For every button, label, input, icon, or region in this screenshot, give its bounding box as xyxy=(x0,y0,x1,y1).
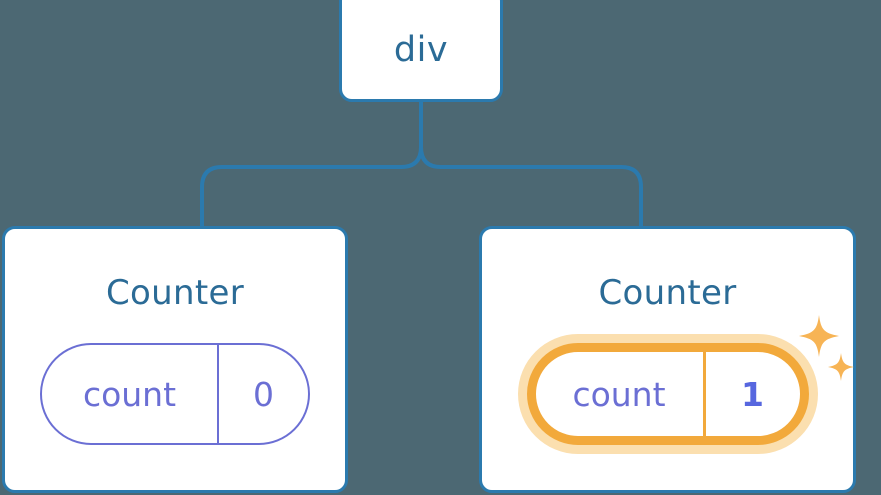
state-pill-wrapper-left: count 0 xyxy=(40,343,310,445)
state-key-cell: count xyxy=(536,352,703,436)
connector-left xyxy=(200,99,423,229)
state-pill-wrapper-right: count 1 xyxy=(526,315,854,445)
state-value-cell: 0 xyxy=(217,345,308,443)
node-counter-left[interactable]: Counter count 0 xyxy=(2,226,348,493)
node-root-div[interactable]: div xyxy=(339,0,503,102)
state-key-label: count xyxy=(82,374,177,414)
state-key-label: count xyxy=(572,374,666,414)
state-pill[interactable]: count 0 xyxy=(40,343,310,445)
state-value-label: 0 xyxy=(253,374,274,414)
state-value-cell: 1 xyxy=(702,352,800,436)
state-key-cell: count xyxy=(42,345,217,443)
sparkles-icon xyxy=(798,315,854,381)
node-title: Counter xyxy=(598,273,737,313)
node-counter-right[interactable]: Counter count 1 xyxy=(479,226,856,493)
root-label: div xyxy=(393,29,449,70)
state-pill-highlighted[interactable]: count 1 xyxy=(526,343,809,445)
sparkle-large-icon xyxy=(798,315,839,357)
node-title: Counter xyxy=(106,273,244,313)
sparkle-small-icon xyxy=(827,353,854,381)
connector-right xyxy=(419,99,643,229)
state-value-label: 1 xyxy=(741,374,764,414)
